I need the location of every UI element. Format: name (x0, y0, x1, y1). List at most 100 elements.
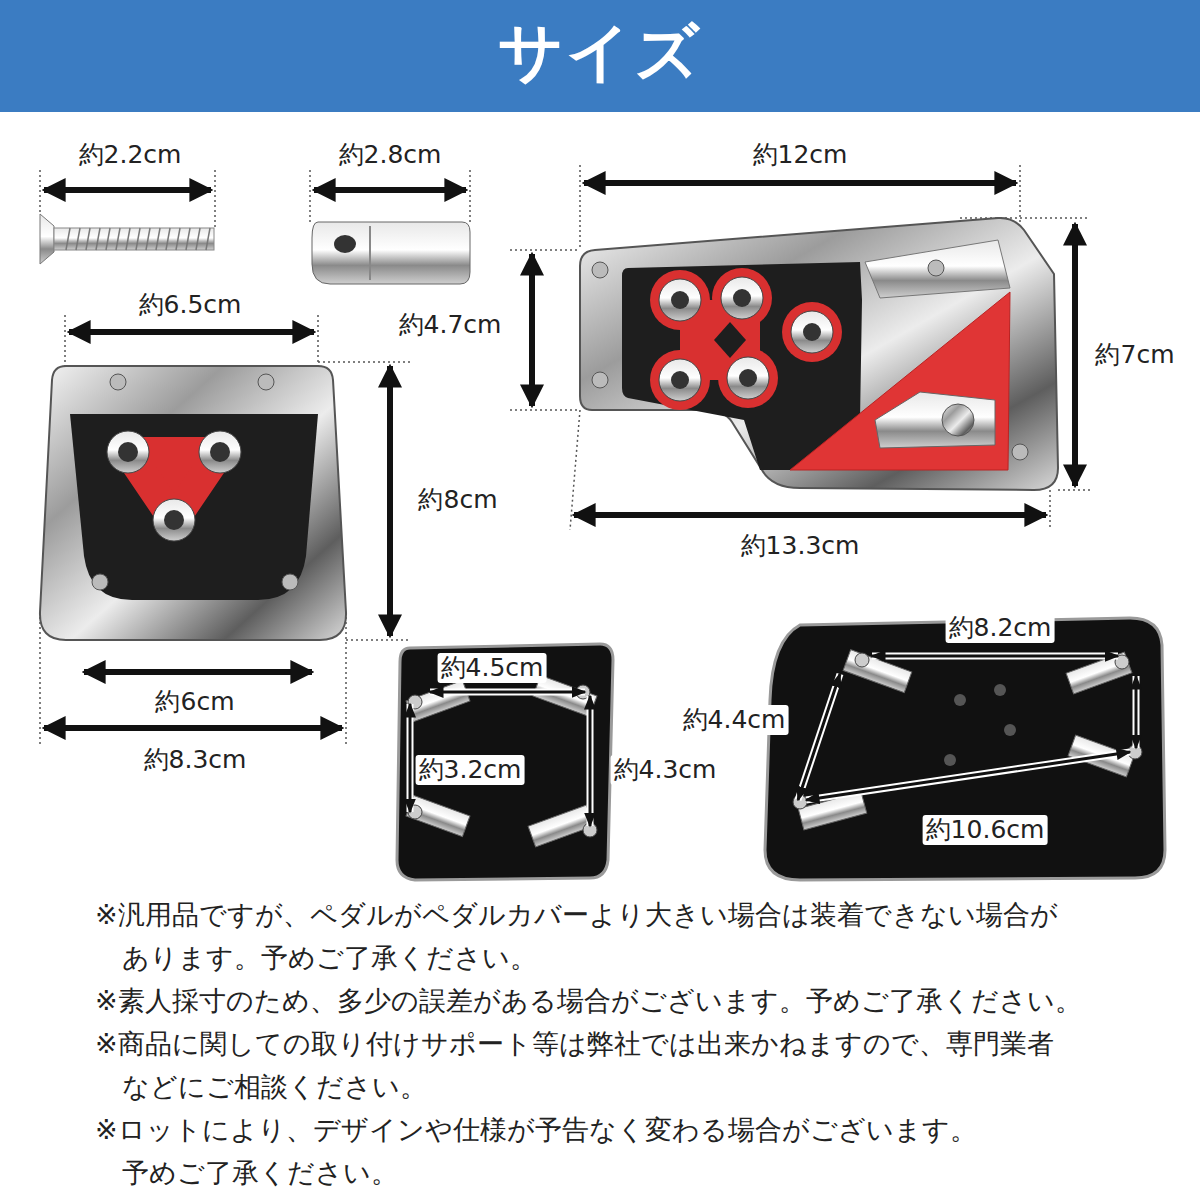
nut-part (312, 222, 470, 284)
dimension-label: 約8cm (415, 485, 500, 515)
screw-part-part (106, 228, 110, 250)
accelerator-pedal-cover-part (671, 289, 821, 389)
accelerator-pedal-cover-part (659, 277, 833, 401)
extension-line-part (317, 315, 319, 366)
note-text: ※ロットにより、デザインや仕様が予告なく変わる場合がございます。 予めご了承くだ… (95, 1108, 977, 1194)
accelerator-pedal-cover-part-part (671, 371, 689, 389)
dimension-label: 約13.3cm (738, 531, 863, 561)
extension-line-part (579, 165, 581, 250)
brake-pedal-cover-part-part (110, 374, 126, 390)
note-line: ※ロットにより、デザインや仕様が予告なく変わる場合がございます。 (122, 1108, 977, 1151)
dimension-arrow-part-part (798, 674, 840, 800)
dimension-arrow-part-part (430, 689, 585, 696)
extension-line-part (1019, 165, 1021, 225)
dimension-arrow-part-part (587, 696, 594, 826)
note-text: ※素人採寸のため、多少の誤差がある場合がございます。予めご了承ください。 (95, 979, 1082, 1022)
accelerator-pedal-cover-part-part (721, 277, 763, 319)
screw (40, 214, 214, 264)
note-line: ※汎用品ですが、ペダルがペダルカバーより大きい場合は装着できない場合が (122, 893, 1058, 936)
brake-pedal-cover-part (92, 374, 298, 590)
dimension-arrow-part-part (1133, 676, 1140, 748)
accelerator-pedal-cover-part-part (592, 262, 608, 278)
brake-pedal-cover (40, 366, 346, 640)
screw-part-part (96, 228, 100, 250)
screw-part-part (76, 228, 80, 250)
accelerator-pedal-cover-part-part (1012, 444, 1028, 460)
extension-line-part (1049, 490, 1051, 530)
dimension-arrow-part-part (872, 655, 1118, 658)
accelerator-pedal-cover-part-part (659, 359, 701, 401)
accelerator-pedal-back-part-part (994, 684, 1006, 696)
extension-line-part (309, 170, 311, 222)
accelerator-pedal-cover-part (790, 292, 1010, 470)
screw-part-part (126, 228, 130, 250)
brake-pedal-cover-part-part (153, 499, 195, 541)
dimension-label: 約8.3cm (141, 745, 250, 775)
accelerator-pedal-cover-part-part (727, 357, 769, 399)
brake-pedal-cover-part-part (164, 510, 184, 530)
dimension-arrow-part-part (409, 704, 412, 812)
dimension-label: 約10.6cm (923, 815, 1048, 845)
accelerator-pedal-back-part (944, 684, 1016, 766)
dimension-arrow-part-part (798, 674, 840, 800)
screw-part-part (136, 228, 140, 250)
brake-pedal-back-part (406, 675, 597, 847)
dimension-arrow-part (529, 254, 535, 406)
brake-pedal-cover-part-part (210, 442, 230, 462)
accelerator-pedal-cover-part (650, 268, 842, 410)
brake-pedal-cover-part (70, 414, 318, 600)
brake-pedal-back-part-part (406, 680, 470, 721)
nut (312, 222, 470, 284)
accelerator-pedal-back-part (793, 653, 1142, 809)
accelerator-pedal-back-part (798, 650, 1134, 830)
dimension-label: 約12cm (750, 140, 851, 170)
extension-line-part (318, 361, 410, 363)
dimension-arrow-part (387, 366, 393, 636)
nut-part (334, 235, 356, 253)
dimension-arrow-part (584, 180, 1016, 186)
dimension-arrow-part-part (806, 752, 1130, 800)
screw-part (66, 228, 210, 250)
dimension-arrow-part (69, 329, 314, 335)
dimension-arrow-part (84, 669, 312, 675)
accelerator-pedal-cover-part (865, 240, 1010, 298)
screw-part-part (196, 228, 200, 250)
note-line: 予めご了承ください。 (122, 1151, 977, 1194)
dimension-label: 約8.2cm (946, 613, 1055, 643)
dimension-label: 約3.2cm (416, 755, 525, 785)
brake-pedal-cover-part-part (118, 442, 138, 462)
brake-pedal-cover-part-part (282, 574, 298, 590)
accelerator-pedal-cover-part-part (592, 372, 608, 388)
accelerator-pedal-cover-part-part (671, 291, 689, 309)
accelerator-pedal-back-part-part (954, 694, 966, 706)
screw-part (40, 214, 54, 264)
extension-line-part (960, 217, 1090, 219)
accelerator-pedal-back-part (765, 618, 1165, 880)
brake-pedal-back-part-part (406, 795, 470, 836)
accelerator-pedal-back (765, 618, 1165, 880)
dimension-label: 約2.8cm (336, 140, 445, 170)
dimension-arrow-part (574, 512, 1046, 518)
accelerator-pedal-back-part-part (944, 754, 956, 766)
accelerator-pedal-cover-part-part (791, 311, 833, 353)
accelerator-pedal-cover-part (875, 392, 995, 448)
accelerator-pedal-cover-part (622, 262, 862, 470)
brake-pedal-back-part (397, 644, 613, 880)
accelerator-pedal-cover-part (592, 260, 1028, 460)
dimension-arrow-part-part (806, 752, 1130, 800)
dimension-arrow-part (1072, 224, 1078, 486)
screw-part-part (116, 228, 120, 250)
brake-pedal-cover-part (107, 431, 241, 541)
dimension-arrow-part (314, 187, 466, 193)
dimension-label: 約7cm (1092, 340, 1177, 370)
dimension-label: 約4.3cm (611, 755, 720, 785)
extension-line-part (346, 639, 410, 641)
extension-line-part (39, 612, 41, 745)
accelerator-pedal-cover-part-part (733, 289, 751, 307)
extension-line-part (469, 170, 471, 222)
dimension-arrow-part-part (407, 704, 414, 812)
screw-part-part (156, 228, 160, 250)
accelerator-pedal-back-part-part (855, 653, 869, 667)
accelerator-pedal-cover-part (942, 404, 974, 436)
